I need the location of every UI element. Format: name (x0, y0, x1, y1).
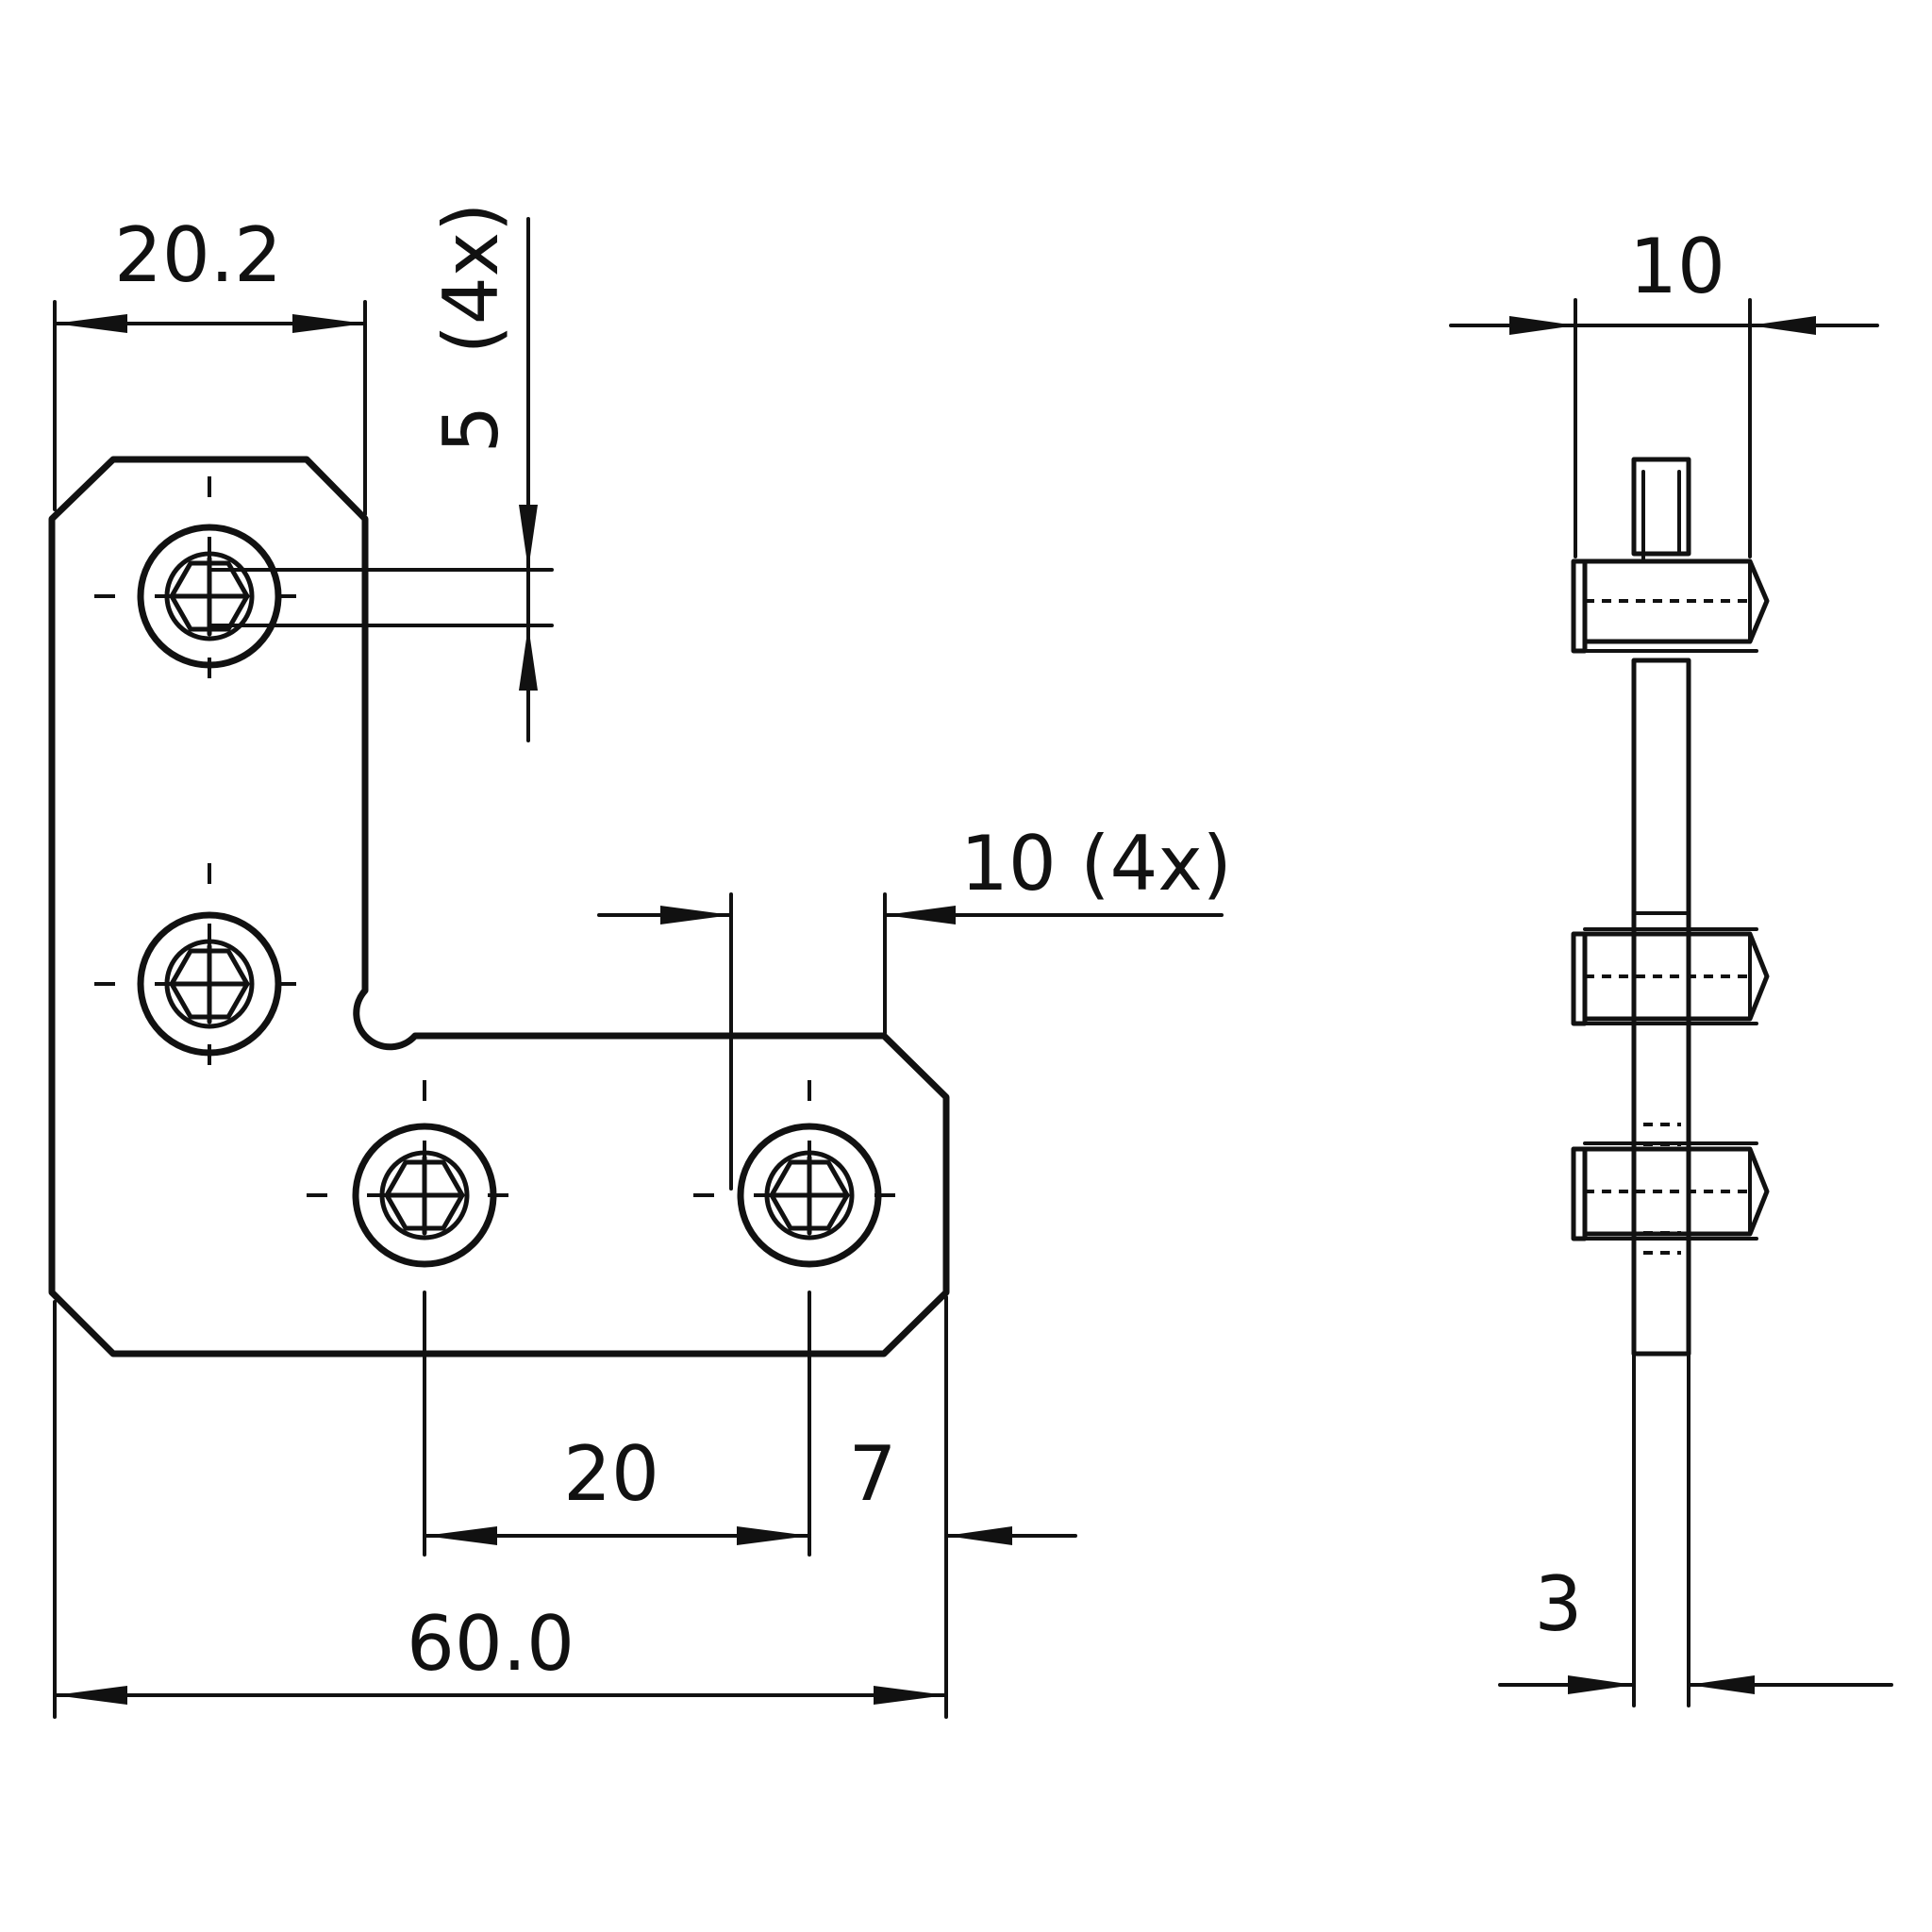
plate-side (1631, 658, 1691, 1357)
side-view: 10 3 (1449, 223, 1893, 1707)
dim-5-label: 5 (427, 406, 515, 454)
dim-side-10-label: 10 (1629, 223, 1725, 310)
hole-bottom-right (737, 1123, 882, 1268)
centerlines (94, 476, 929, 1231)
dimension-hole-diameter: 10 (4x) (597, 820, 1232, 1191)
dimension-total-length: 60.0 (53, 1300, 948, 1719)
dimension-thickness: 3 (1498, 1352, 1893, 1707)
plate-outline (48, 456, 950, 1357)
screw-side-top (1571, 552, 1770, 654)
dimension-pitch: 20 7 (423, 1291, 1077, 1719)
dimension-screw-length: 10 (1449, 223, 1879, 558)
dim-20-label: 20 (563, 1430, 659, 1518)
dimension-width-top: 20.2 (53, 211, 367, 516)
dim-side-3-label: 3 (1535, 1560, 1583, 1648)
screw-side-middle (1571, 911, 1770, 1026)
screw-side-bottom (1571, 1123, 1770, 1255)
hole-top (137, 524, 282, 669)
dim-4x-label: (4x) (427, 203, 515, 355)
dim-20-2-label: 20.2 (114, 211, 282, 299)
dim-60-label: 60.0 (407, 1600, 575, 1688)
dimension-slot-width: 5 (4x) (427, 203, 538, 742)
dim-7-label: 7 (849, 1430, 897, 1518)
hole-bottom-left (352, 1123, 497, 1268)
front-view: 20.2 5 (4x) 10 (4x) (48, 203, 1232, 1719)
screw-tip-top (1631, 457, 1691, 557)
dim-10-4x-label: 10 (4x) (960, 820, 1232, 908)
hole-middle (137, 911, 282, 1057)
